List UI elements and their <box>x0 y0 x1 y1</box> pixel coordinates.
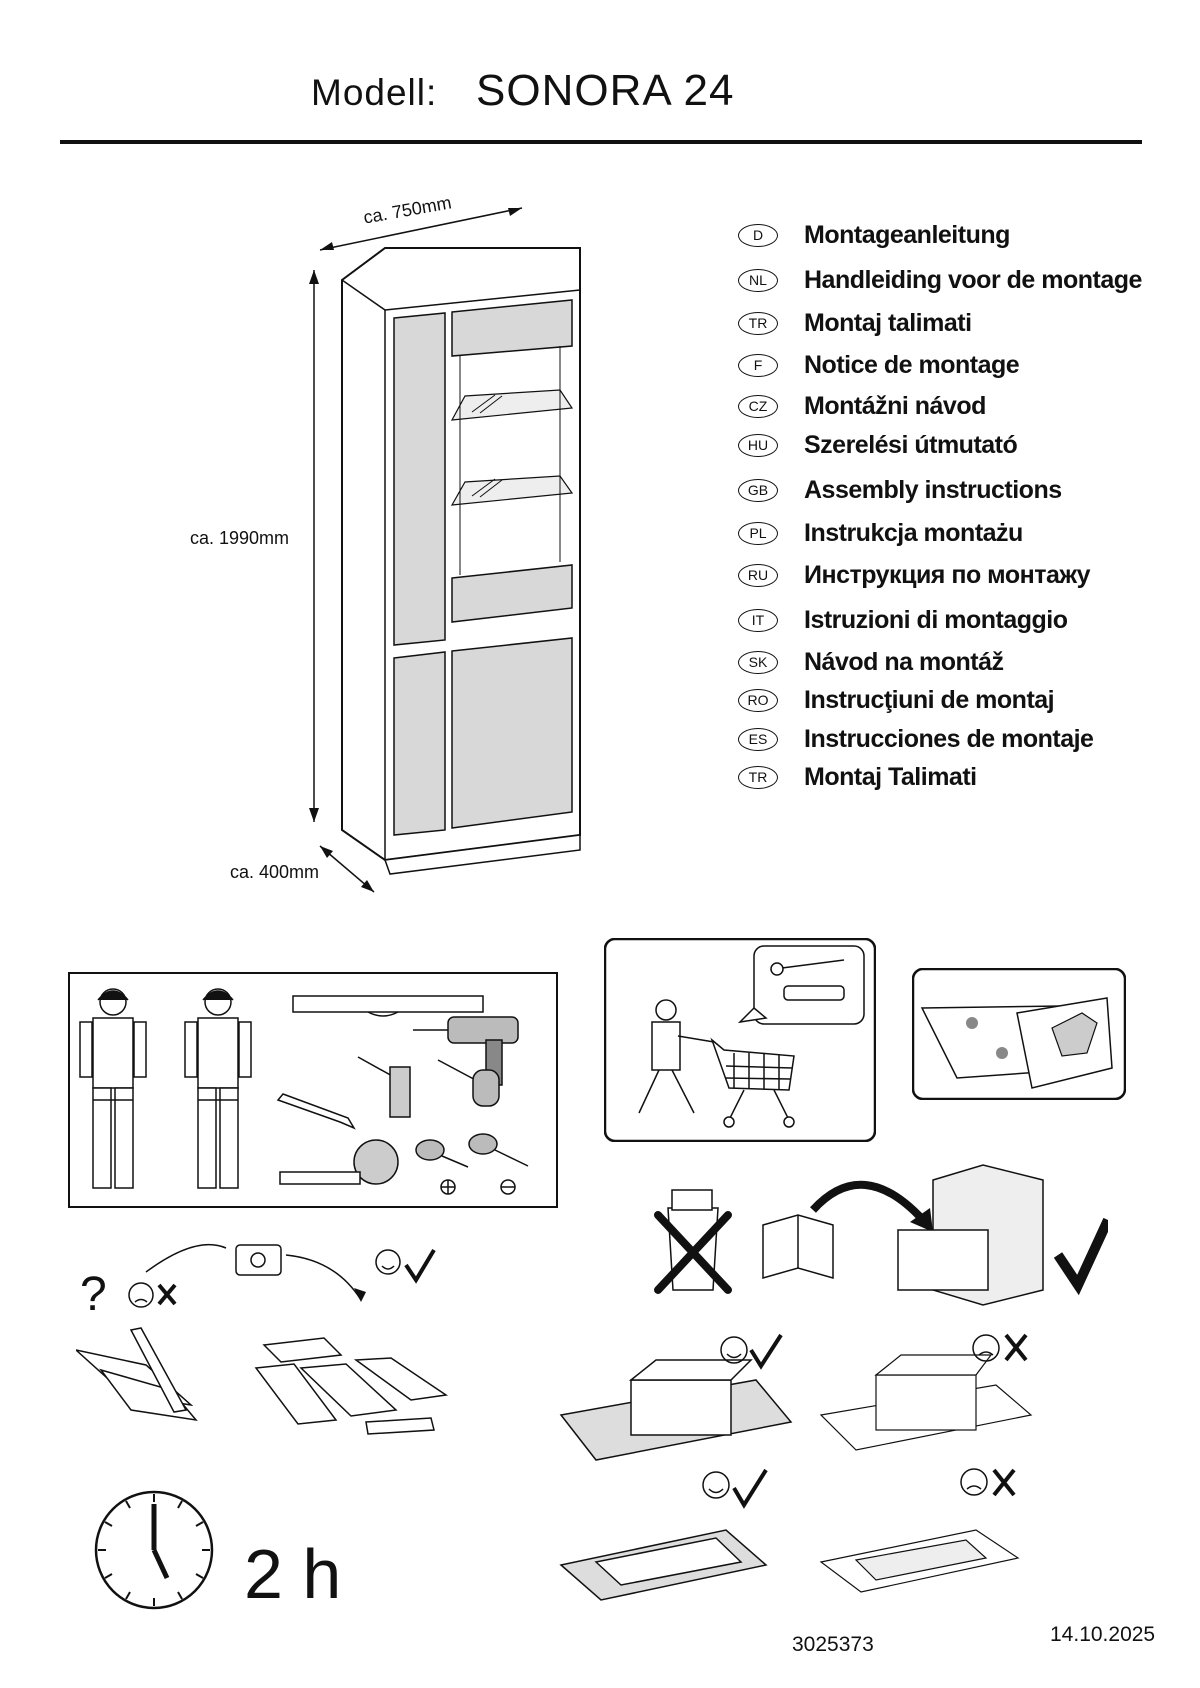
checkmark-icon <box>732 1468 768 1509</box>
language-code-badge: NL <box>738 268 778 292</box>
depth-dimension: ca. 400mm <box>230 862 320 882</box>
language-title: Handleiding voor de montage <box>804 265 1142 294</box>
language-row: NL Handleiding voor de montage <box>738 263 1142 297</box>
language-code-badge: IT <box>738 608 778 632</box>
tape-measure-icon <box>279 1139 399 1185</box>
language-title: Montaj Talimati <box>804 762 977 791</box>
assembly-time: 2 h <box>244 1535 342 1613</box>
worker-figure <box>184 988 252 1189</box>
language-row: F Notice de montage <box>738 348 1020 382</box>
language-row: PL Instrukcja montażu <box>738 516 1023 550</box>
bare-floor-with-panel <box>819 1529 1020 1593</box>
language-code-badge: GB <box>738 478 778 502</box>
happy-face-icon <box>720 1336 748 1364</box>
language-title: Montážni návod <box>804 391 986 420</box>
language-row: RU Инструкция по монтажу <box>738 558 1090 592</box>
language-code-badge: TR <box>738 311 778 335</box>
language-code-badge: SK <box>738 650 778 674</box>
cart-icon <box>710 1037 795 1128</box>
mallet-icon <box>437 1059 500 1107</box>
worker-figure <box>79 988 147 1189</box>
language-code-badge: F <box>738 353 778 377</box>
language-row: GB Assembly instructions <box>738 473 1062 507</box>
language-title: Istruzioni di montaggio <box>804 605 1068 634</box>
arrow-icon <box>810 1180 926 1223</box>
cabinet-drawing <box>309 207 581 893</box>
language-row: IT Istruzioni di montaggio <box>738 603 1068 637</box>
floor-protection-graphic <box>559 1333 1033 1601</box>
language-row: ES Instrucciones de montaje <box>738 722 1094 756</box>
checkmark-icon <box>1053 1217 1108 1296</box>
pencil-icon <box>276 1093 356 1130</box>
rug-with-panel <box>559 1529 768 1601</box>
language-code-badge: RU <box>738 563 778 587</box>
language-row: CZ Montážni návod <box>738 389 986 423</box>
screwdriver-icon <box>468 1133 529 1195</box>
sad-face-icon <box>972 1334 1000 1362</box>
glove-icon <box>1051 1012 1098 1057</box>
keep-instructions-graphic <box>654 1164 1108 1306</box>
language-title: Instrukcja montażu <box>804 518 1023 547</box>
happy-face-icon <box>702 1471 730 1499</box>
clock-icon <box>94 1490 214 1610</box>
messy-parts-icon <box>76 1327 198 1422</box>
phone-icon <box>235 1244 282 1276</box>
parts-check-graphic: ? <box>76 1243 449 1435</box>
language-title: Montageanleitung <box>804 220 1010 249</box>
language-code-badge: PL <box>738 521 778 545</box>
language-row: TR Montaj talimati <box>738 306 972 340</box>
manual-icon <box>762 1214 834 1279</box>
checkmark-icon <box>404 1248 436 1284</box>
bare-floor-with-shelf <box>819 1354 1033 1451</box>
model-label: Modell: <box>311 72 438 113</box>
language-row: D Montageanleitung <box>738 218 1010 252</box>
filing-cabinet-icon <box>897 1164 1044 1306</box>
stain-icon <box>966 1017 978 1029</box>
language-title: Instrucţiuni de montaj <box>804 685 1055 714</box>
cross-icon <box>654 1211 732 1294</box>
language-title: Инструкция по монтажу <box>804 560 1090 589</box>
rug-with-shelf <box>559 1359 793 1461</box>
happy-face-icon <box>375 1249 401 1275</box>
shopper-figure <box>638 999 715 1114</box>
language-code-badge: TR <box>738 765 778 789</box>
header-rule <box>60 140 1142 144</box>
language-code-badge: RO <box>738 688 778 712</box>
shopping-cart-panel <box>604 938 876 1142</box>
screwdriver-icon <box>415 1139 469 1195</box>
cross-icon <box>1004 1333 1028 1362</box>
question-mark-icon: ? <box>80 1268 107 1321</box>
language-code-badge: HU <box>738 433 778 457</box>
gloves-panel <box>912 968 1126 1100</box>
checkmark-icon <box>749 1333 783 1370</box>
cross-icon <box>157 1283 177 1306</box>
language-title: Szerelési útmutató <box>804 430 1018 459</box>
language-title: Instrucciones de montaje <box>804 724 1094 753</box>
cross-icon <box>992 1468 1016 1497</box>
language-title: Assembly instructions <box>804 475 1062 504</box>
height-dimension: ca. 1990mm <box>190 528 290 548</box>
document-date: 14.10.2025 <box>1050 1623 1156 1646</box>
language-row: SK Návod na montáž <box>738 645 1004 679</box>
hammer-icon <box>357 1056 411 1118</box>
sad-face-icon <box>960 1468 988 1496</box>
language-row: TR Montaj Talimati <box>738 760 977 794</box>
language-title: Notice de montage <box>804 350 1020 379</box>
sorted-parts-icon <box>254 1337 449 1435</box>
workers-and-tools-panel <box>68 972 558 1208</box>
sad-face-icon <box>128 1282 154 1308</box>
article-number: 3025373 <box>792 1633 874 1656</box>
language-code-badge: D <box>738 223 778 247</box>
language-title: Montaj talimati <box>804 308 972 337</box>
language-row: HU Szerelési útmutató <box>738 428 1018 462</box>
language-row: RO Instrucţiuni de montaj <box>738 683 1055 717</box>
spirit-level-icon <box>292 995 484 1017</box>
language-code-badge: ES <box>738 727 778 751</box>
language-code-badge: CZ <box>738 394 778 418</box>
model-name: SONORA 24 <box>476 66 735 115</box>
language-title: Návod na montáž <box>804 647 1004 676</box>
screw-and-dowel-icon <box>737 945 865 1025</box>
